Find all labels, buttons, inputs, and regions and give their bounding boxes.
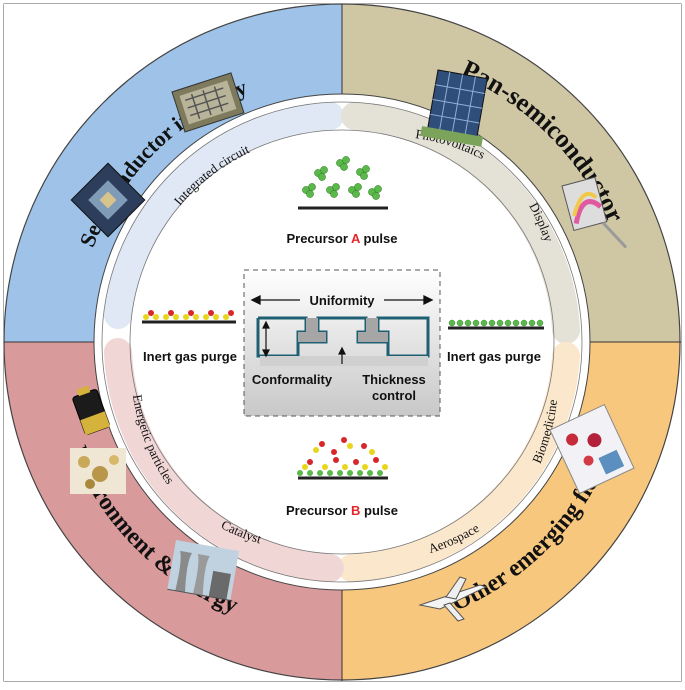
band-catalyst: [104, 338, 344, 582]
inner-band: [104, 102, 580, 582]
chip-board-icon: [171, 72, 245, 133]
precursor-b-label: Precursor B pulse: [286, 503, 398, 518]
uniformity-arrow: [250, 294, 434, 306]
solar-panel-icon: [420, 69, 488, 147]
conformality-arrows: [262, 320, 346, 364]
chip-wafer-icon: [70, 162, 146, 238]
trench-structure: [256, 316, 430, 366]
display-device-icon: [561, 176, 628, 249]
factory-icon: [167, 540, 240, 601]
battery-icon: [72, 385, 111, 436]
band-integrated-circuit: [104, 102, 344, 329]
precursor-a-label: Precursor A pulse: [286, 231, 397, 246]
particles-icon: [70, 448, 126, 494]
uniformity-label: Uniformity: [310, 293, 376, 308]
precursor-b-molecules: [297, 437, 388, 480]
band-photovoltaics: [341, 102, 580, 344]
inner-band-outlines: [101, 101, 583, 583]
band-biomedicine: [338, 342, 580, 582]
airplane-icon: [418, 576, 488, 622]
purge-left-label: Inert gas purge: [143, 349, 237, 364]
conformality-label: Conformality: [252, 372, 333, 387]
purge-left-surface: [142, 310, 236, 324]
biomedicine-icon: [549, 403, 635, 495]
thickness-label-line2: control: [372, 388, 416, 403]
purge-right-surface: [448, 319, 544, 330]
purge-right-label: Inert gas purge: [447, 349, 541, 364]
corner-mask: [4, 4, 681, 681]
thickness-label-line1: Thickness: [362, 372, 426, 387]
center-process-box: [243, 269, 441, 417]
precursor-a-molecules: [302, 156, 382, 200]
